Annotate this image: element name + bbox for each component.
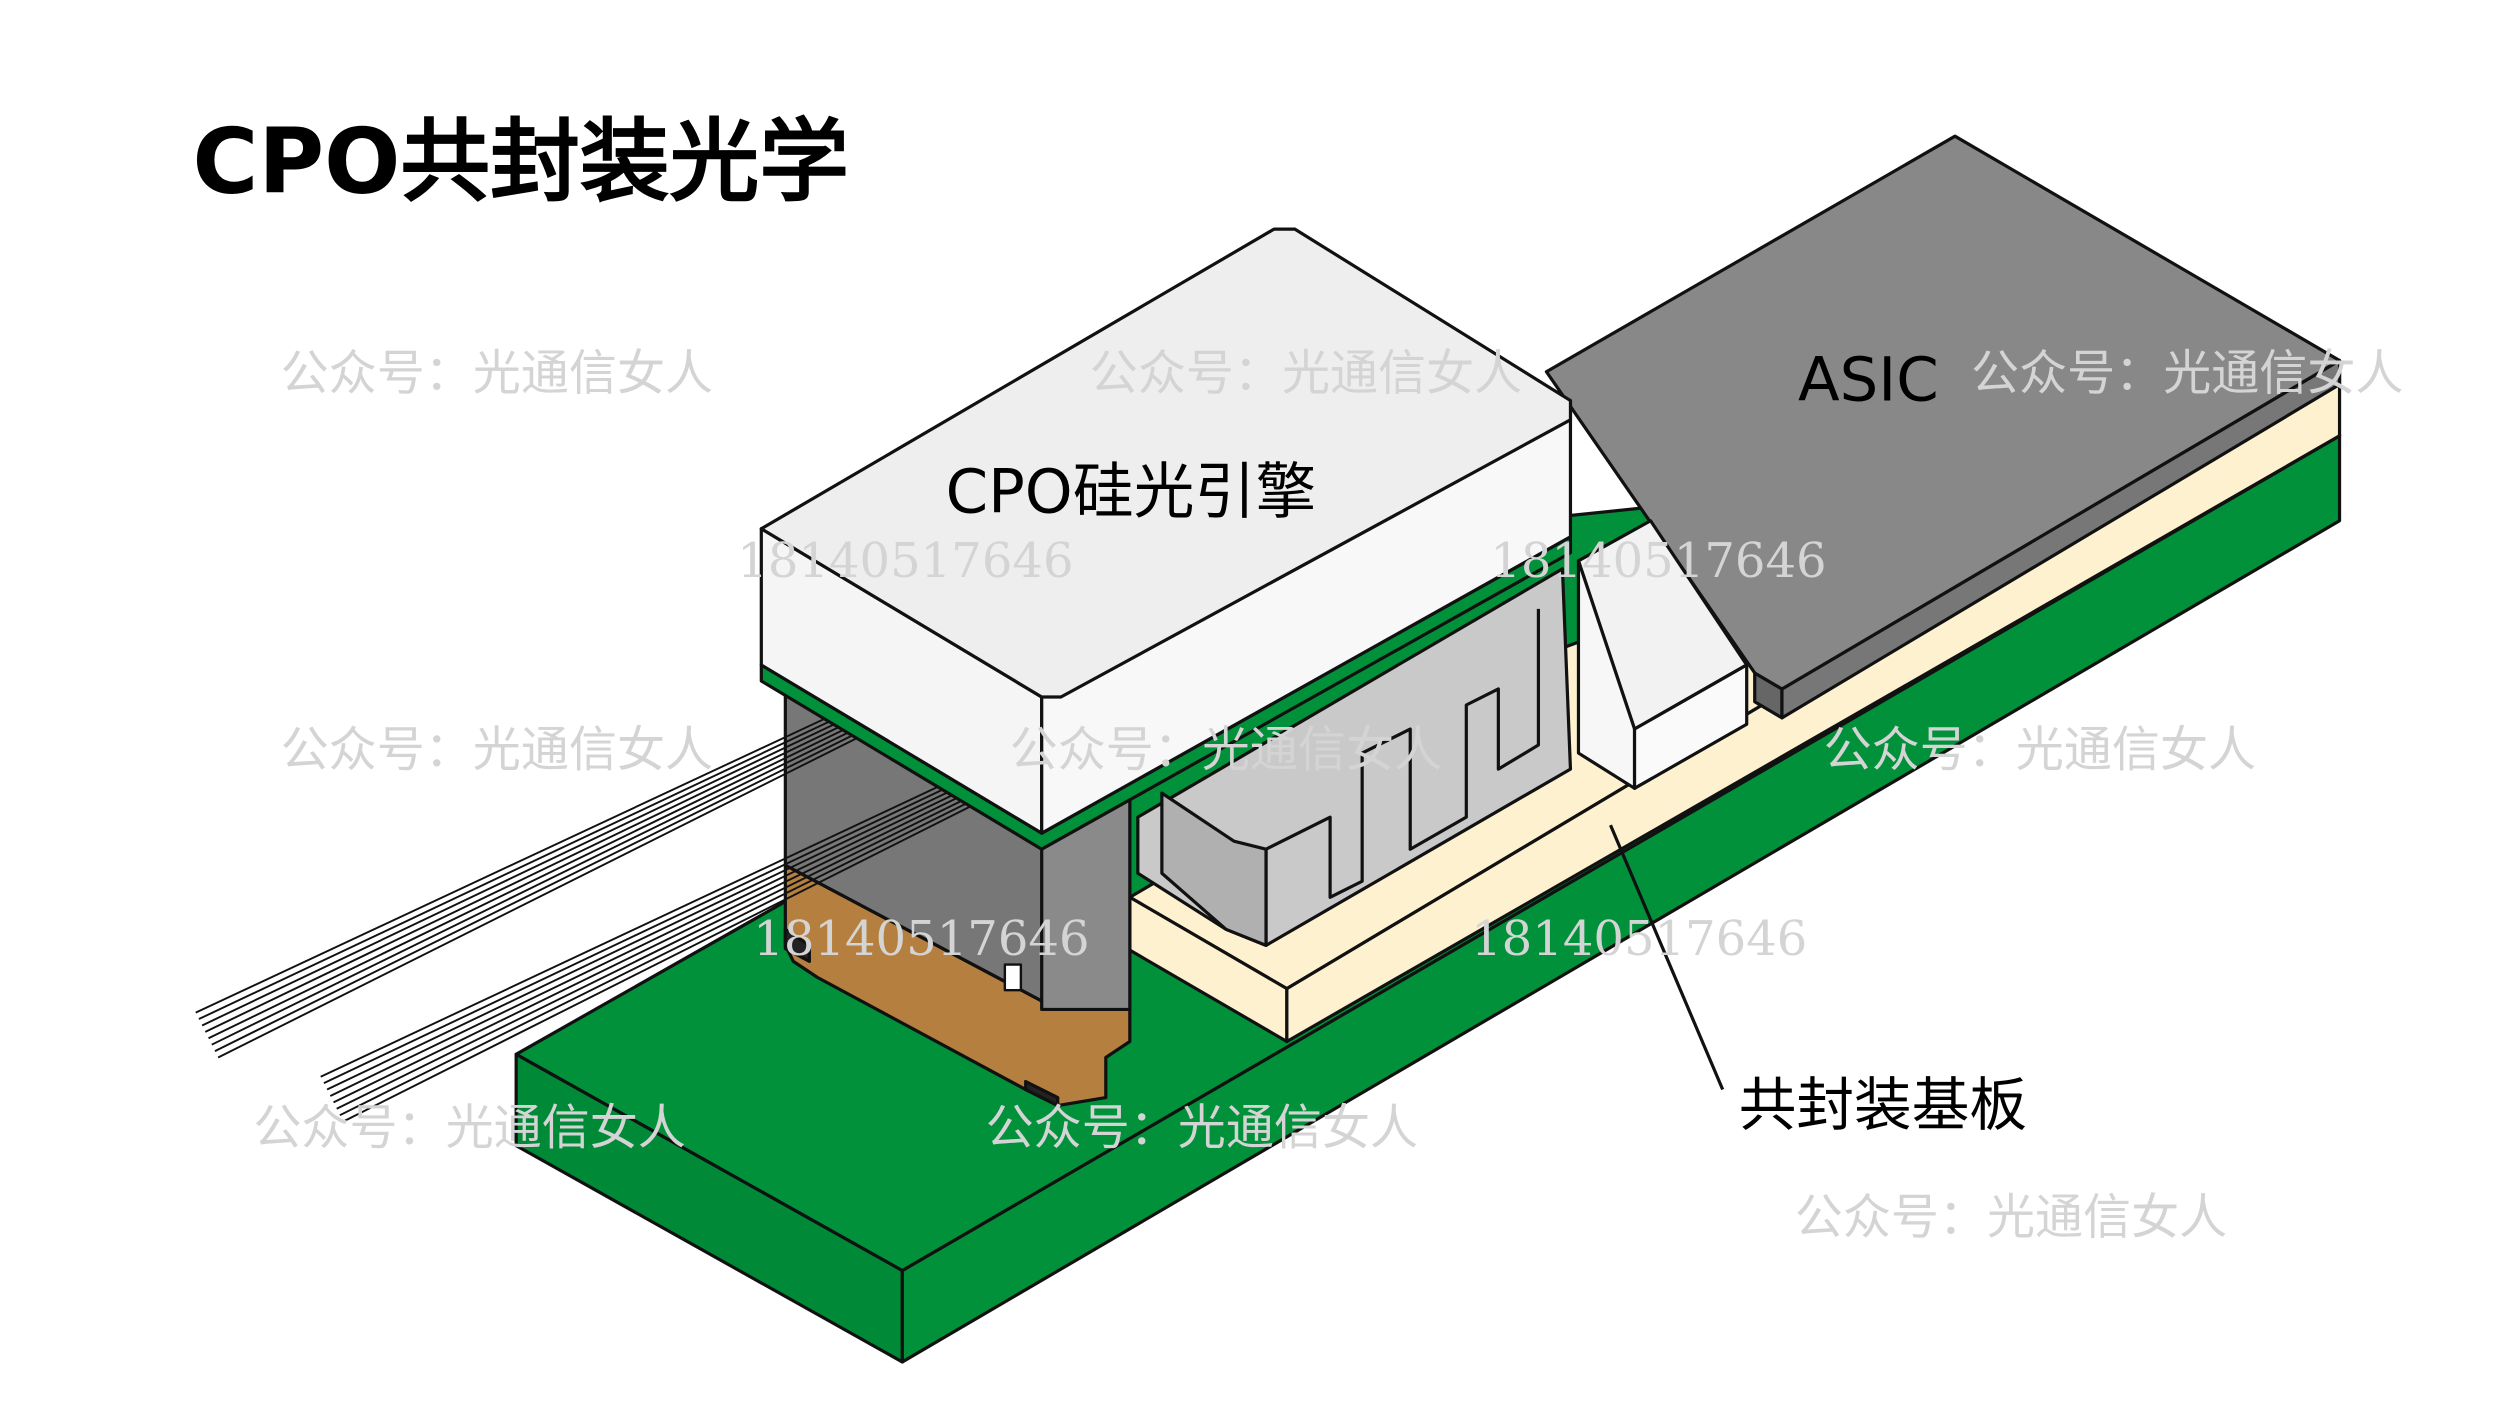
watermark: 公众号：光通信女人 bbox=[986, 1100, 1418, 1156]
watermark: 公众号：光通信女人 bbox=[1010, 722, 1442, 778]
watermark: 公众号：光通信女人 bbox=[281, 722, 713, 778]
spacer-block bbox=[1576, 519, 1749, 790]
watermark: 公众号：光通信女人 bbox=[1090, 345, 1522, 401]
watermark: 18140517646 bbox=[1471, 911, 1807, 967]
asic-chip bbox=[1544, 134, 2342, 720]
watermark: 公众号：光通信女人 bbox=[253, 1100, 685, 1156]
asic-label: ASIC bbox=[1798, 345, 1939, 416]
watermarks: 公众号：光通信女人 公众号：光通信女人 公众号：光通信女人 公众号：光通信女人 … bbox=[253, 345, 2403, 1245]
watermark: 公众号：光通信女人 bbox=[1795, 1190, 2227, 1246]
watermark: 公众号：光通信女人 bbox=[1824, 722, 2256, 778]
watermark: 公众号：光通信女人 bbox=[281, 345, 713, 401]
substrate-label: 共封装基板 bbox=[1739, 1071, 2027, 1139]
page-title: CPO共封装光学 bbox=[192, 110, 848, 214]
watermark: 18140517646 bbox=[753, 911, 1089, 967]
silicon-photonics-engine bbox=[759, 227, 1573, 851]
watermark: 公众号：光通信女人 bbox=[1971, 345, 2403, 401]
engine-label: CPO硅光引擎 bbox=[946, 457, 1317, 528]
leader-line bbox=[1609, 824, 1725, 1091]
watermark: 18140517646 bbox=[1490, 533, 1826, 589]
optical-connector bbox=[783, 663, 1132, 1108]
engine-interior bbox=[1136, 567, 1573, 947]
watermark: 18140517646 bbox=[737, 533, 1073, 589]
